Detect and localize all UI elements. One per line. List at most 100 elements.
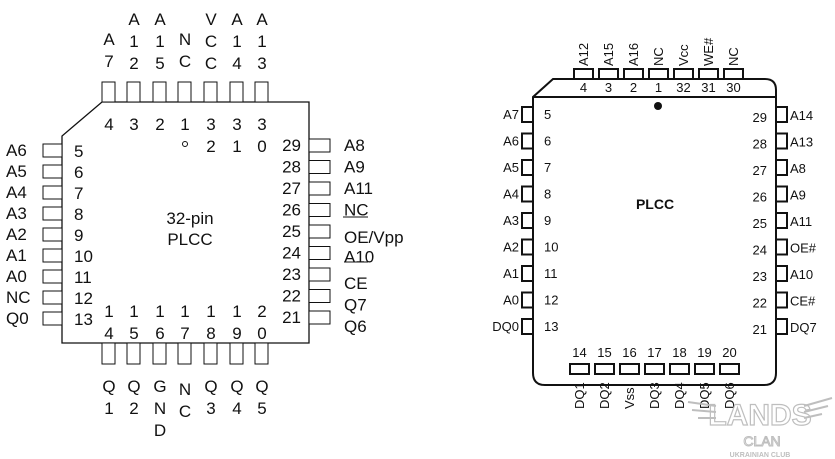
left-pin-label-12: A0 [503, 293, 519, 308]
left-pin-label-13: DQ0 [492, 319, 519, 334]
top-pin-label-3: A15 [601, 43, 616, 66]
left-pin-label-10: A2 [503, 240, 519, 255]
top-pin-label-1: NC [176, 30, 195, 74]
top-pin-label-32: Vcc [676, 44, 691, 66]
left-pin-number-11: 11 [74, 268, 92, 287]
top-pin-label-31: A14 [228, 10, 247, 76]
left-pin-number-10: 10 [74, 247, 93, 266]
right-pin-number-29: 29 [282, 136, 301, 155]
bottom-pin-number-16: 16 [622, 345, 636, 360]
left-pin-label-7: A4 [6, 183, 27, 202]
right-pin-number-25: 25 [282, 222, 301, 241]
right-pin-label-21: Q6 [344, 317, 367, 336]
left-pin-9 [521, 212, 534, 229]
bottom-pin-17 [177, 342, 192, 365]
bottom-pin-number-19: 19 [228, 302, 247, 346]
bottom-pin-number-17: 17 [647, 345, 661, 360]
logo-text-clan: CLAN [743, 433, 780, 449]
left-pin-label-5: A6 [6, 141, 27, 160]
left-pin-7 [521, 159, 534, 176]
bottom-pin-19 [229, 342, 244, 365]
right-pin-number-28: 28 [753, 137, 767, 152]
right-pin-number-24: 24 [282, 244, 301, 263]
top-pin-label-4: A12 [576, 43, 591, 66]
right-pin-label-27: A8 [790, 161, 806, 176]
right-pin-label-24: A10 [344, 248, 374, 267]
bottom-pin-number-20: 20 [253, 302, 272, 346]
right-pin-21 [308, 310, 331, 325]
right-pin-number-21: 21 [753, 322, 767, 337]
right-pin-label-26: NC [344, 201, 369, 220]
top-pin-2 [623, 68, 644, 80]
left-pin-9 [42, 227, 63, 242]
top-pin-number-30: 30 [726, 80, 740, 95]
top-pin-3 [126, 81, 141, 103]
left-pin-number-5: 5 [544, 107, 551, 122]
top-pin-30 [723, 68, 744, 80]
bottom-pin-label-16: GND [151, 377, 170, 443]
top-pin-number-1: 1 [655, 80, 662, 95]
left-pin-11 [42, 269, 63, 284]
right-pin-number-29: 29 [753, 110, 767, 125]
left-pin-7 [42, 185, 63, 200]
left-pin-label-11: A1 [503, 266, 519, 281]
top-pin-number-3: 3 [605, 80, 612, 95]
left-pin-5 [521, 106, 534, 123]
left-pin-label-7: A5 [503, 160, 519, 175]
pin1-dot-icon [654, 102, 662, 110]
bottom-pin-18 [669, 363, 690, 375]
right-pin-label-25: OE/Vpp [344, 228, 404, 247]
top-pin-label-4: A7 [100, 30, 119, 74]
top-pin-31 [229, 81, 244, 103]
left-pin-number-11: 11 [544, 266, 558, 281]
bottom-pin-number-18: 18 [202, 302, 221, 346]
right-pin-number-22: 22 [753, 296, 767, 311]
bottom-pin-number-18: 18 [672, 345, 686, 360]
top-pin-number-30: 30 [253, 115, 272, 159]
bottom-pin-number-16: 16 [151, 302, 170, 346]
right-pin-number-25: 25 [753, 216, 767, 231]
left-pin-number-8: 8 [74, 205, 83, 224]
right-pin-label-29: A8 [344, 136, 365, 155]
left-pin-number-6: 6 [544, 134, 551, 149]
right-chip-plcc: PLCC 4A123A152A161NC32Vcc31WE#30NC14DQ11… [492, 37, 817, 409]
right-pin-number-22: 22 [282, 287, 301, 306]
pin1-marker-icon [182, 141, 188, 147]
bottom-pin-15 [126, 342, 141, 365]
bottom-pin-label-18: Q3 [202, 377, 221, 421]
right-pin-label-23: A10 [790, 267, 813, 282]
left-pin-number-6: 6 [74, 163, 83, 182]
right-pin-23 [775, 265, 788, 282]
top-pin-number-1: 1 [176, 115, 195, 137]
left-pin-8 [521, 185, 534, 203]
right-pin-label-22: Q7 [344, 296, 367, 315]
left-pin-label-9: A2 [6, 225, 27, 244]
left-chip-title-line2: PLCC [167, 230, 212, 249]
bottom-pin-label-19: DQ5 [697, 382, 712, 409]
top-pin-1 [648, 68, 669, 80]
right-pin-26 [308, 203, 331, 217]
left-pin-number-7: 7 [74, 184, 83, 203]
left-pin-number-9: 9 [544, 213, 551, 228]
left-pin-6 [521, 132, 534, 150]
bottom-pin-label-18: DQ4 [672, 382, 687, 409]
right-pin-number-23: 23 [753, 269, 767, 284]
top-pin-31 [698, 68, 719, 80]
left-pin-13 [42, 311, 63, 326]
bottom-pin-label-15: DQ2 [597, 382, 612, 409]
bottom-pin-number-20: 20 [722, 345, 736, 360]
left-pin-5 [42, 143, 63, 158]
right-pin-29 [775, 106, 788, 123]
left-pin-8 [42, 206, 63, 221]
top-pin-label-31: WE# [701, 37, 716, 66]
logo-text-lands: LANDS [708, 399, 811, 432]
logo-text-club: UKRAINIAN CLUB [730, 452, 791, 459]
right-pin-label-27: A11 [344, 179, 373, 198]
left-pin-label-13: Q0 [6, 309, 29, 328]
right-pin-24 [308, 246, 331, 260]
top-pin-4 [573, 68, 594, 80]
top-pin-label-32: VCC [202, 10, 221, 76]
right-pin-28 [308, 160, 331, 174]
top-pin-1 [177, 81, 192, 103]
top-pin-32 [673, 68, 694, 80]
